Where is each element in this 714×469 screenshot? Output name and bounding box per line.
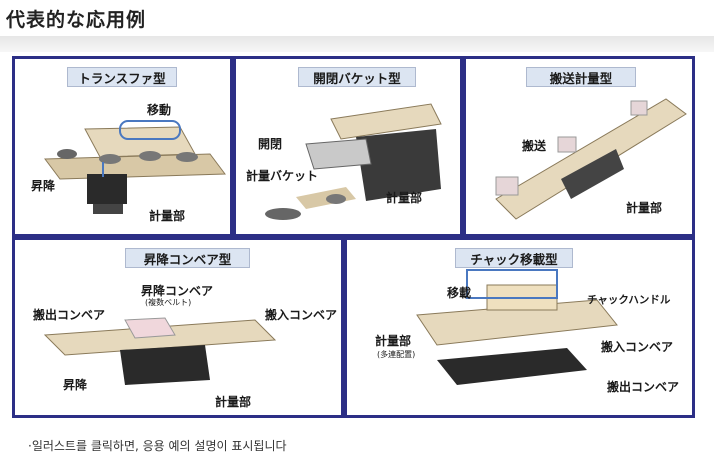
label-lift-conveyor: 昇降コンベア <box>141 284 214 298</box>
label-multi-note: (多連配置) <box>377 350 416 359</box>
label-convey: 搬送 <box>522 139 547 153</box>
page-title: 代表的な応用例 <box>6 8 147 31</box>
label-in-conveyor: 搬入コンベア <box>265 308 338 322</box>
label-belt-note: (複数ベルト) <box>145 298 192 307</box>
label-in-conveyor: 搬入コンベア <box>601 340 674 354</box>
panel-transfer[interactable]: トランスファ型 移動 昇降 計量部 <box>12 56 233 237</box>
label-weigh-bucket: 計量バケット <box>246 169 319 183</box>
label-out-conveyor: 搬出コンベア <box>33 308 106 322</box>
heading-rule <box>0 36 714 52</box>
panel-title: 開閉バケット型 <box>298 67 416 87</box>
label-weigh: 計量部 <box>149 209 186 223</box>
lift-conveyor-illustration <box>43 317 277 385</box>
panel-title: 昇降コンベア型 <box>125 248 250 268</box>
footer-note: ·일러스트를 클릭하면, 응용 예의 설명이 표시됩니다 <box>28 439 287 453</box>
panel-lift-conveyor[interactable]: 昇降コンベア型 昇降コンベア (複数ベルト) 搬出コンベア 搬入コンベア 昇降 … <box>12 237 344 418</box>
panel-title: チャック移載型 <box>455 248 573 268</box>
panel-bucket[interactable]: 開閉バケット型 開閉 計量バケット 計量部 <box>233 56 463 237</box>
panel-chuck[interactable]: チャック移載型 移載 チャックハンドル 計量部 (多連配置) 搬入コンベア 搬出… <box>344 237 695 418</box>
panel-conveying[interactable]: 搬送計量型 搬送 計量部 <box>463 56 695 237</box>
bucket-illustration <box>265 103 442 220</box>
label-open-close: 開閉 <box>258 137 283 151</box>
conveying-illustration <box>495 98 687 220</box>
label-lift: 昇降 <box>63 378 88 392</box>
label-weigh: 計量部 <box>215 395 252 409</box>
label-weigh: 計量部 <box>626 201 663 215</box>
label-out-conveyor: 搬出コンベア <box>607 380 680 394</box>
panel-title: トランスファ型 <box>67 67 177 87</box>
chuck-illustration <box>416 269 618 385</box>
transfer-illustration <box>44 120 226 214</box>
label-lift: 昇降 <box>31 179 56 193</box>
label-transfer: 移載 <box>447 286 472 300</box>
panel-title: 搬送計量型 <box>526 67 636 87</box>
page-heading: 代表的な応用例 <box>6 4 146 32</box>
label-chuck-handle: チャックハンドル <box>587 294 671 306</box>
label-move: 移動 <box>147 103 172 117</box>
label-weigh: 計量部 <box>386 191 423 205</box>
label-weigh: 計量部 <box>375 334 412 348</box>
